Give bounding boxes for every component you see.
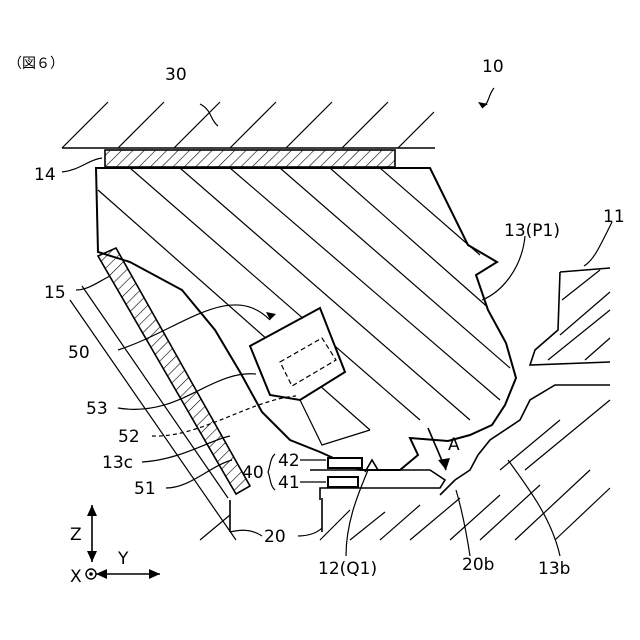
base-20 <box>200 498 420 540</box>
label-11: 11 <box>603 207 625 227</box>
label-14: 14 <box>34 165 56 185</box>
label-41: 41 <box>278 473 300 493</box>
label-13b: 13b <box>538 559 570 579</box>
ceiling-wall-30 <box>62 102 435 148</box>
axis-x-label: X <box>70 567 82 587</box>
label-50: 50 <box>68 343 90 363</box>
label-42: 42 <box>278 451 300 471</box>
label-12-q1: 12(Q1) <box>318 559 377 579</box>
label-51: 51 <box>134 479 156 499</box>
label-15: 15 <box>44 283 66 303</box>
right-structure-11 <box>530 268 610 365</box>
label-13c: 13c <box>102 453 133 473</box>
label-13-p1: 13(P1) <box>504 221 560 241</box>
label-40: 40 <box>242 463 264 483</box>
axis-z-label: Z <box>70 525 82 545</box>
label-a: A <box>448 435 460 455</box>
figure-label: （図６） <box>8 56 64 72</box>
label-53: 53 <box>86 399 108 419</box>
axis-y-label: Y <box>117 549 129 569</box>
label-20: 20 <box>264 527 286 547</box>
label-30: 30 <box>165 65 187 85</box>
label-52: 52 <box>118 427 140 447</box>
label-20b: 20b <box>462 555 494 575</box>
label-10: 10 <box>482 57 504 77</box>
plate-14 <box>105 150 395 167</box>
